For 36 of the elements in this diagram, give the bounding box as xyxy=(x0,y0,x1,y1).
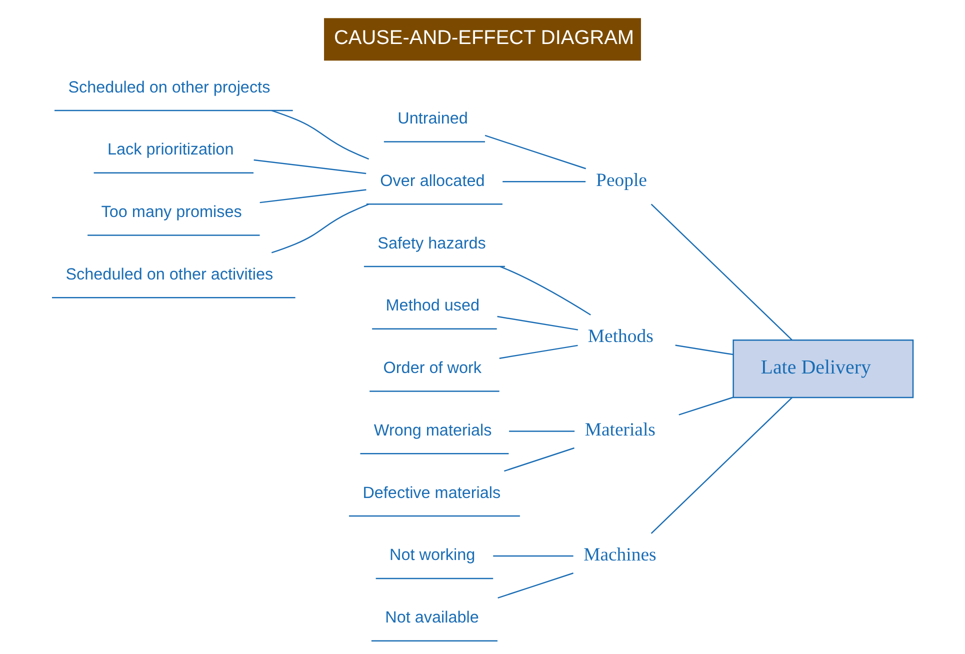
connector xyxy=(493,555,574,557)
connector xyxy=(500,266,591,316)
connector xyxy=(260,189,366,204)
node-text: Machines xyxy=(584,544,656,566)
connector xyxy=(650,397,793,534)
node-text: People xyxy=(596,170,647,191)
node-text: Defective materials xyxy=(362,484,501,502)
connector xyxy=(502,181,586,182)
connector xyxy=(509,430,575,432)
connector xyxy=(504,447,574,472)
connector xyxy=(675,344,734,356)
diagram-title: CAUSE-AND-EFFECT DIAGRAM xyxy=(334,27,634,50)
connector xyxy=(678,396,734,416)
node-text: Scheduled on other projects xyxy=(68,78,270,96)
node-text: Over allocated xyxy=(380,172,485,190)
node-text: Lack prioritization xyxy=(108,140,234,159)
node-text: Order of work xyxy=(383,359,482,378)
node-text: Materials xyxy=(584,420,656,441)
node-text: Not working xyxy=(390,546,476,564)
connector xyxy=(484,134,586,170)
connector xyxy=(498,572,574,599)
connector xyxy=(499,344,578,359)
connector xyxy=(497,316,578,330)
node-text: Wrong materials xyxy=(374,421,492,440)
connector xyxy=(271,204,370,254)
node-text: Method used xyxy=(386,296,480,315)
node-text: Not available xyxy=(385,608,479,627)
connector xyxy=(271,110,370,160)
node-text: Scheduled on other activities xyxy=(66,265,274,284)
node-text: Methods xyxy=(588,326,654,347)
node-text: Too many promises xyxy=(101,203,242,222)
connector xyxy=(650,204,793,340)
node-box: Late Delivery xyxy=(732,339,914,398)
connector xyxy=(254,159,366,174)
node-text: Safety hazards xyxy=(378,234,486,252)
node-text: Untrained xyxy=(398,109,468,128)
